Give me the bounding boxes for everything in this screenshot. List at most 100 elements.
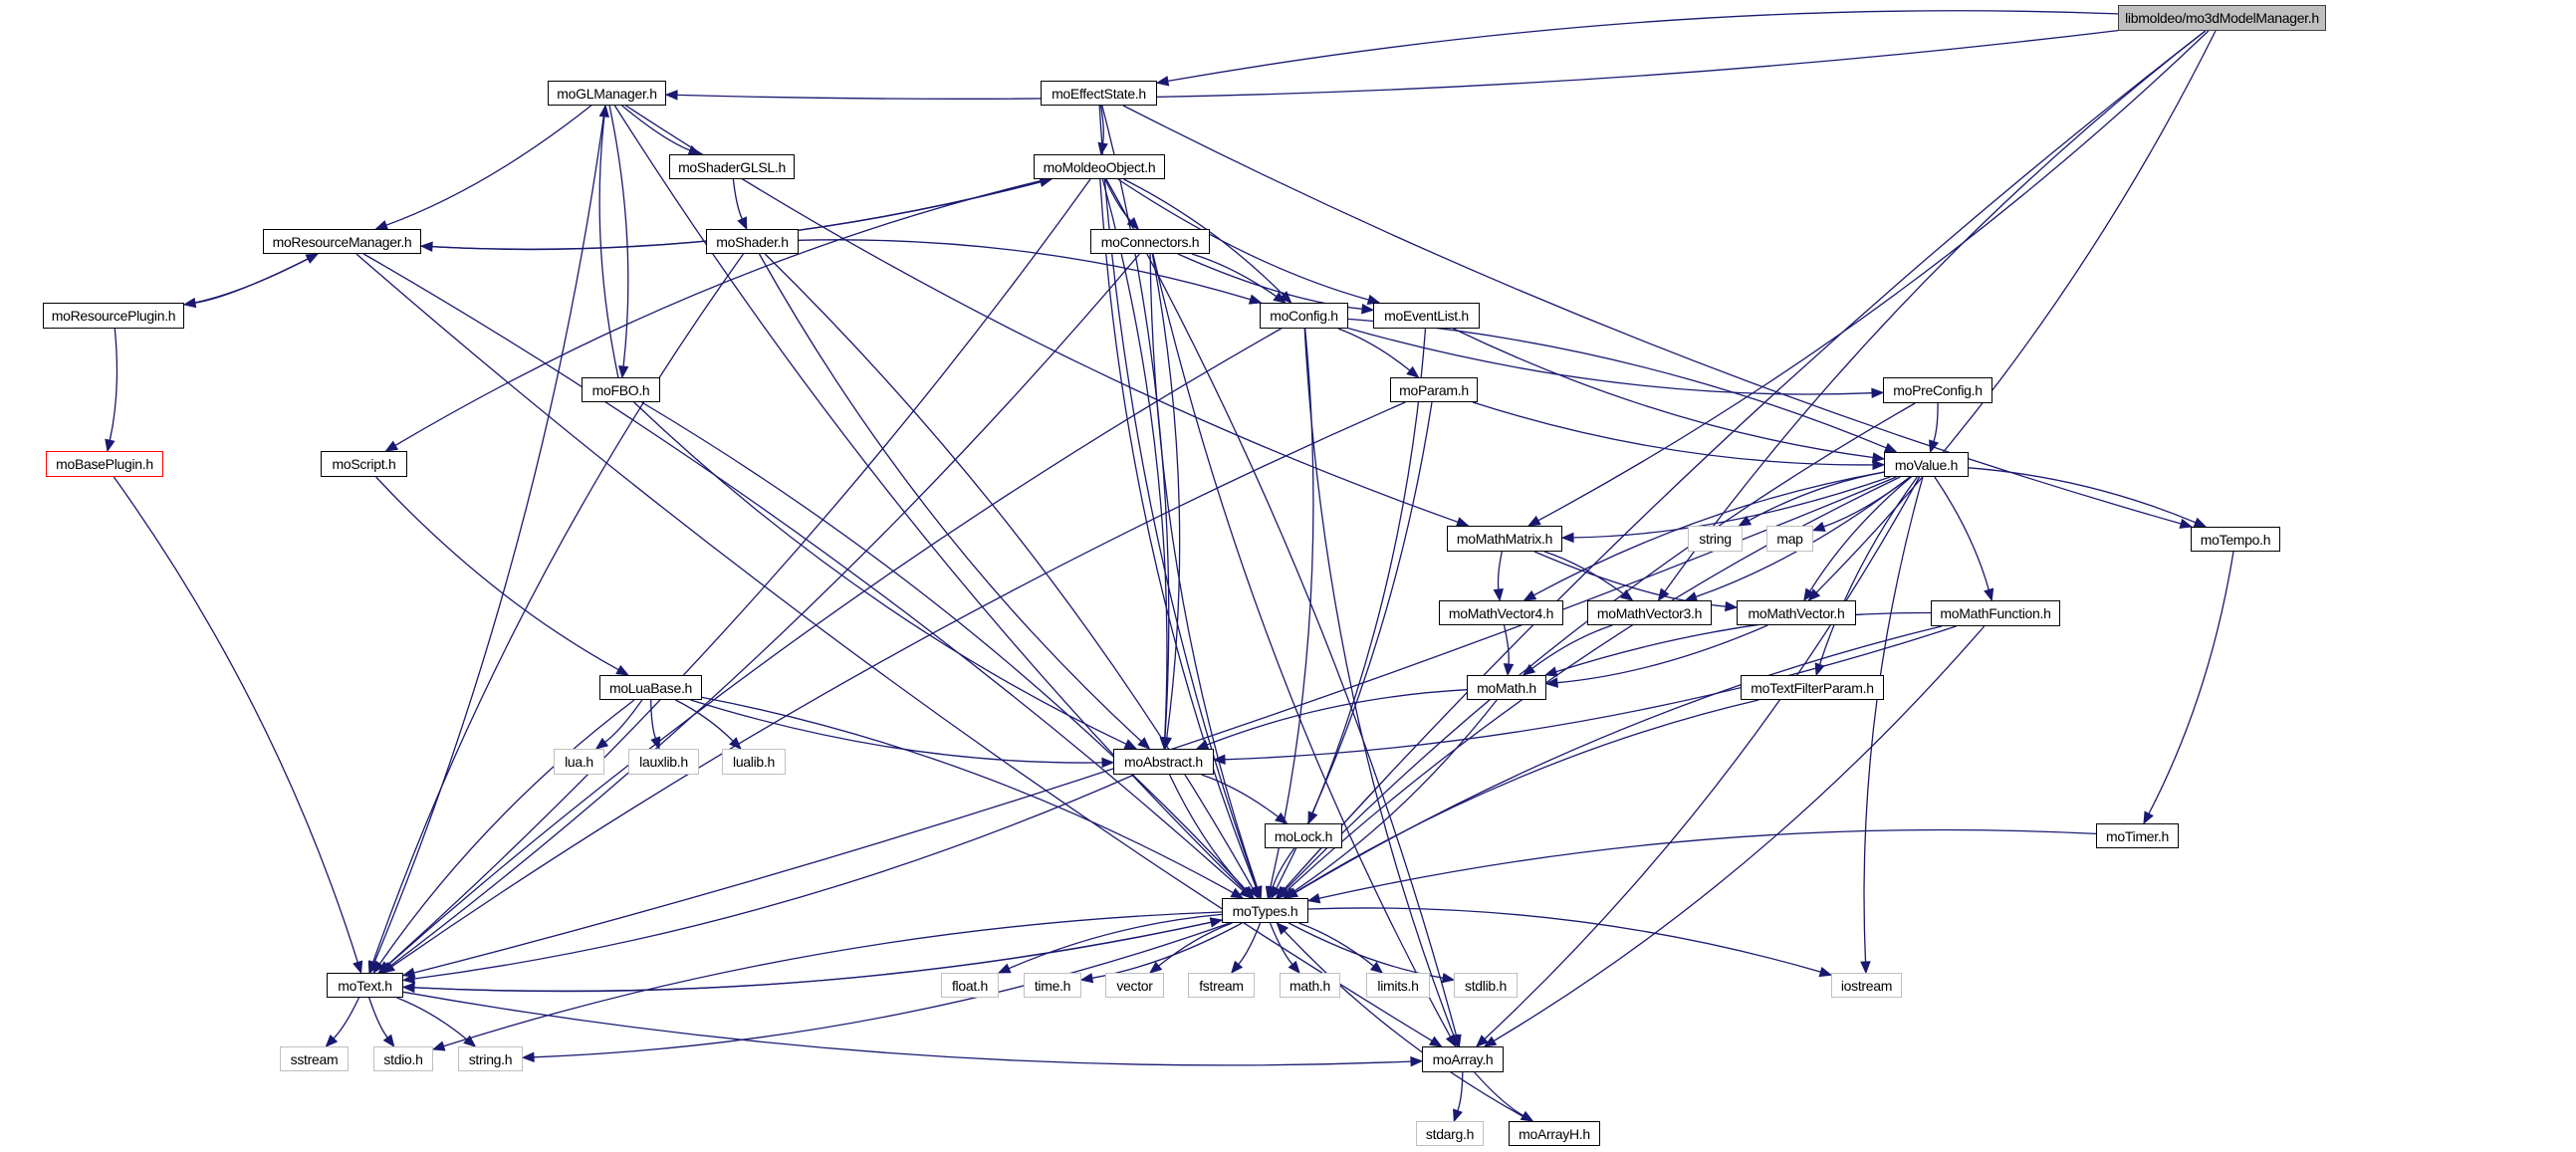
edge-momoldeoobject-to-moconnectors	[1104, 178, 1132, 222]
edge-movalue-to-momathmatrix	[1572, 476, 1891, 539]
edge-motext-to-stringh	[396, 997, 468, 1040]
node-momathmatrix[interactable]: moMathMatrix.h	[1447, 526, 1562, 552]
edge-motimer-to-motypes	[1318, 828, 2097, 899]
arrowhead-icon	[1929, 439, 1940, 454]
edge-movalue-to-momathvector4	[1533, 471, 1885, 596]
node-momoldeoobject[interactable]: moMoldeoObject.h	[1034, 154, 1165, 179]
node-limits: limits.h	[1366, 973, 1430, 998]
edge-momathvector-to-momath	[1556, 624, 1768, 684]
node-moresourceplugin[interactable]: moResourcePlugin.h	[43, 303, 184, 329]
node-momathvector4[interactable]: moMathVector4.h	[1439, 600, 1563, 625]
node-moeventlist[interactable]: moEventList.h	[1373, 303, 1480, 329]
node-molock[interactable]: moLock.h	[1265, 823, 1342, 848]
node-moscript[interactable]: moScript.h	[321, 451, 407, 477]
edge-moresourceplugin-to-mobaseplugin	[109, 328, 118, 441]
arrowhead-icon	[2193, 517, 2208, 528]
node-mobaseplugin[interactable]: moBasePlugin.h	[46, 451, 163, 477]
edge-mofbo-to-motypes	[641, 401, 1247, 891]
arrowhead-icon	[1871, 387, 1885, 398]
edge-motypes-to-stringh	[533, 922, 1231, 1058]
edge-moarray-to-moarrayh	[1474, 1071, 1524, 1117]
node-moparam[interactable]: moParam.h	[1390, 377, 1478, 402]
node-label: moScript.h	[332, 456, 396, 472]
arrowhead-icon	[1871, 452, 1886, 463]
node-label: moText.h	[338, 977, 392, 994]
node-momathfunction[interactable]: moMathFunction.h	[1931, 600, 2060, 626]
node-moeffectstate[interactable]: moEffectState.h	[1041, 81, 1157, 106]
edge-moparam-to-motext	[391, 401, 1406, 968]
node-momath[interactable]: moMath.h	[1467, 675, 1546, 700]
edge-motempo-to-motimer	[2148, 551, 2234, 814]
node-label: moParam.h	[1399, 381, 1469, 398]
arrowhead-icon	[1503, 663, 1515, 677]
arrowhead-icon	[1543, 666, 1558, 677]
edge-momoldeoobject-to-moarray	[1105, 178, 1458, 1037]
edge-movalue-to-iostream	[1863, 476, 1924, 963]
edge-root-to-momathvector	[1815, 30, 2217, 593]
edge-moconnectors-to-motext	[389, 253, 1140, 967]
node-label: moAbstract.h	[1124, 754, 1203, 770]
edge-momoldeoobject-to-motypes	[1099, 178, 1258, 889]
node-root[interactable]: libmoldeo/mo3dModelManager.h	[2118, 5, 2326, 31]
node-label: stdio.h	[383, 1050, 423, 1067]
node-momathvector3[interactable]: moMathVector3.h	[1587, 600, 1712, 625]
node-moabstract[interactable]: moAbstract.h	[1113, 749, 1214, 775]
edge-mopreconfig-to-motypes	[1284, 402, 1916, 891]
node-motypes[interactable]: moTypes.h	[1222, 898, 1308, 923]
node-moglmanager[interactable]: moGLManager.h	[548, 81, 666, 106]
edge-movalue-to-moarray	[1484, 476, 1921, 1039]
node-motimer[interactable]: moTimer.h	[2096, 823, 2179, 848]
node-label: moBasePlugin.h	[56, 456, 153, 472]
node-moarray[interactable]: moArray.h	[1422, 1046, 1504, 1072]
node-moluabase[interactable]: moLuaBase.h	[599, 675, 702, 700]
node-moarrayh[interactable]: moArrayH.h	[1509, 1121, 1600, 1146]
node-mofbo[interactable]: moFBO.h	[582, 377, 660, 402]
arrowhead-icon	[1275, 811, 1288, 824]
node-momathvector[interactable]: moMathVector.h	[1737, 600, 1856, 625]
node-time: time.h	[1024, 973, 1081, 998]
arrowhead-icon	[1522, 663, 1536, 676]
arrowhead-icon	[997, 963, 1012, 974]
edge-moglmanager-to-motext	[373, 105, 606, 964]
node-label: lua.h	[565, 754, 593, 770]
arrowhead-icon	[1814, 662, 1825, 677]
node-mopreconfig[interactable]: moPreConfig.h	[1883, 377, 1992, 403]
node-label: moTimer.h	[2106, 827, 2169, 844]
node-label: moConnectors.h	[1100, 233, 1200, 250]
edge-moresourceplugin-to-moresourcemanager	[183, 258, 309, 306]
node-label: libmoldeo/mo3dModelManager.h	[2125, 10, 2319, 26]
edge-moshader-to-moconfig	[798, 239, 1251, 301]
edge-motypes-to-fstream	[1238, 922, 1262, 965]
node-moconfig[interactable]: moConfig.h	[1260, 303, 1348, 329]
node-label: moFBO.h	[591, 381, 650, 398]
arrowhead-icon	[1544, 677, 1558, 688]
node-motextfilterparam[interactable]: moTextFilterParam.h	[1741, 675, 1884, 700]
arrowhead-icon	[1620, 589, 1634, 601]
edge-moresourcemanager-to-moresourceplugin	[194, 253, 319, 304]
node-moshaderglsl[interactable]: moShaderGLSL.h	[669, 154, 795, 179]
edge-moconfig-to-moparam	[1337, 328, 1411, 371]
node-motext[interactable]: moText.h	[327, 973, 403, 998]
node-label: moShaderGLSL.h	[678, 158, 786, 175]
arrowhead-icon	[1526, 515, 1541, 527]
node-movalue[interactable]: moValue.h	[1884, 452, 1969, 477]
edge-mofbo-to-moabstract	[633, 401, 1127, 745]
node-moconnectors[interactable]: moConnectors.h	[1090, 229, 1210, 254]
node-moresourcemanager[interactable]: moResourceManager.h	[263, 229, 421, 254]
node-label: sstream	[290, 1050, 339, 1067]
arrowhead-icon	[305, 253, 320, 264]
node-label: moPreConfig.h	[1893, 382, 1983, 398]
node-label: moResourceManager.h	[272, 233, 412, 250]
arrowhead-icon	[1252, 885, 1263, 900]
node-vector: vector	[1105, 973, 1164, 998]
arrowhead-icon	[1230, 960, 1244, 975]
node-sstream: sstream	[280, 1046, 349, 1071]
edge-moconnectors-to-moabstract	[1151, 253, 1181, 739]
arrowhead-icon	[1273, 292, 1287, 304]
node-moshader[interactable]: moShader.h	[706, 229, 799, 254]
node-motempo[interactable]: moTempo.h	[2191, 527, 2280, 552]
arrowhead-icon	[1161, 736, 1173, 751]
arrowhead-icon	[1803, 587, 1815, 602]
edge-momathfunction-to-moabstract	[1224, 625, 1957, 761]
